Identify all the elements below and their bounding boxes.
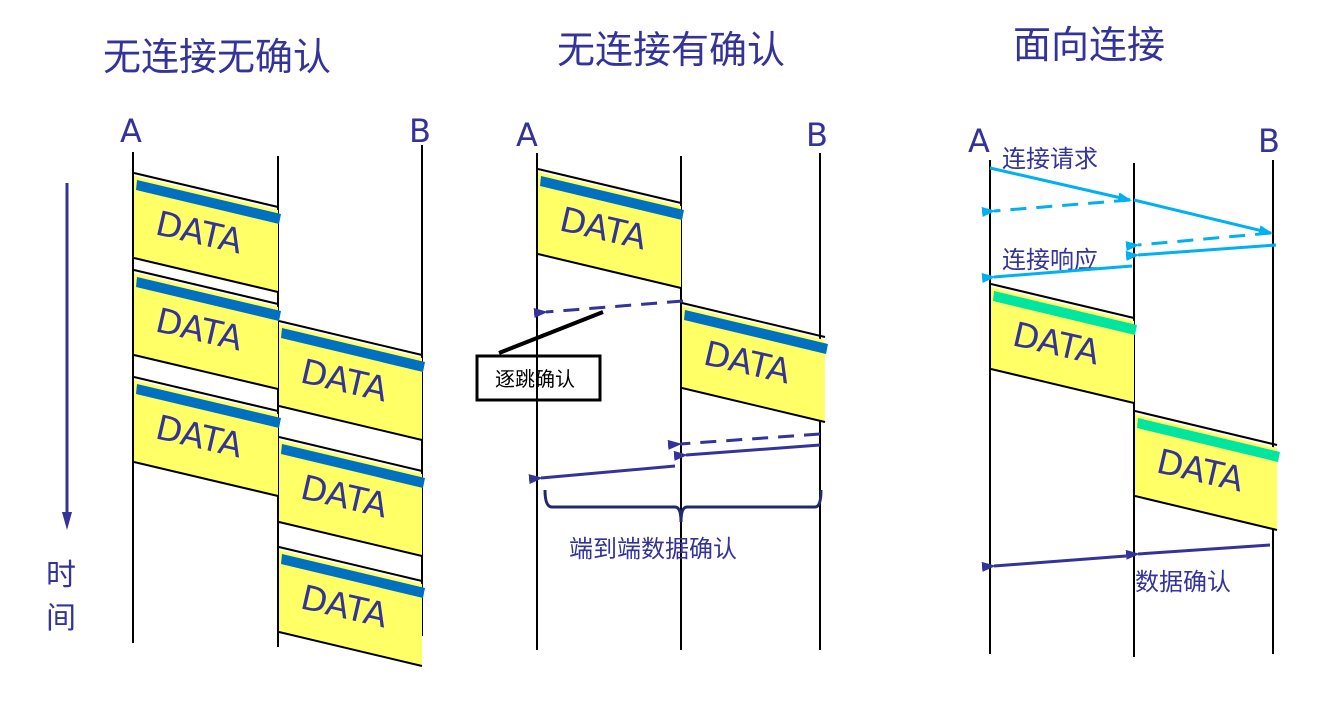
- panel-title: 面向连接: [1013, 23, 1165, 67]
- packet-edge: [133, 269, 279, 305]
- packet-edge: [278, 405, 423, 441]
- packet-header-stripe: [684, 310, 828, 354]
- packet-edge: [990, 368, 1135, 404]
- data-packet: DATA: [537, 168, 684, 289]
- packet-edge: [1134, 410, 1278, 446]
- end-to-end-brace: [543, 489, 823, 523]
- packet-header-stripe: [540, 176, 684, 220]
- callout-text: 逐跳确认: [495, 367, 575, 391]
- arrow-down-icon: [62, 512, 72, 530]
- packet-edge: [133, 461, 279, 497]
- packet-header-stripe: [136, 384, 281, 428]
- packet-header-stripe: [281, 328, 425, 372]
- packet-edge: [133, 257, 279, 293]
- packet-edge: [278, 546, 423, 582]
- panel-title: 无连接无确认: [103, 35, 331, 79]
- packet-edge: [990, 283, 1135, 319]
- data-ack-arrow: [1125, 543, 1271, 560]
- brace-label: 端到端数据确认: [569, 535, 737, 563]
- node-b-label: B: [409, 112, 431, 150]
- data-packet: DATA: [681, 302, 828, 423]
- packet-edge: [278, 320, 423, 356]
- data-ack-label: 数据确认: [1135, 568, 1231, 596]
- connection-request-arrow: [989, 166, 1132, 203]
- node-b-label: B: [1258, 122, 1280, 160]
- node-b-label: B: [806, 116, 828, 154]
- connection-request-arrow: [1133, 198, 1273, 236]
- end-to-end-ack-arrow: [673, 443, 821, 461]
- data-packet: DATA: [1134, 410, 1280, 531]
- packet-edge: [133, 172, 279, 208]
- data-packet: DATA: [278, 320, 425, 441]
- data-packet: DATA: [278, 436, 425, 557]
- panel-title: 无连接有确认: [557, 28, 785, 72]
- hop-ack-arrow: [1125, 231, 1272, 252]
- node-a-label: A: [120, 112, 142, 150]
- packet-edge: [681, 387, 826, 423]
- time-axis-arrow: [62, 183, 72, 530]
- hop-ack-arrow: [981, 198, 1131, 217]
- connection-response-arrow: [1125, 243, 1277, 261]
- connection-response-arrow: [981, 264, 1133, 283]
- callout-pointer: [498, 310, 604, 355]
- packet-edge: [133, 376, 279, 412]
- connection-request-label: 连接请求: [1002, 145, 1098, 173]
- hop-ack-arrow: [533, 299, 684, 318]
- data-packet: DATA: [990, 283, 1137, 404]
- packet-edge: [1134, 495, 1278, 531]
- node-a-label: A: [516, 116, 538, 154]
- packet-edge: [537, 253, 682, 289]
- packet-header-stripe: [136, 180, 281, 224]
- packet-header-stripe: [993, 291, 1137, 335]
- packet-header-stripe: [136, 277, 281, 321]
- panel-connectionless-with-ack: 无连接有确认 A B DATA DATA 逐跳确认 端到端数据确认: [475, 28, 828, 650]
- hop-ack-arrow: [667, 432, 821, 450]
- packet-edge: [278, 436, 423, 472]
- packet-header-stripe: [281, 554, 425, 598]
- end-to-end-ack-arrow: [528, 464, 676, 485]
- packet-header-stripe: [281, 444, 425, 488]
- data-packet: DATA: [278, 546, 425, 667]
- data-packet: DATA: [133, 376, 281, 497]
- packet-edge: [278, 631, 423, 667]
- time-label-1: 时: [46, 558, 76, 593]
- data-ack-arrow: [981, 554, 1127, 572]
- callout-box: [475, 354, 602, 402]
- node-a-label: A: [968, 122, 990, 160]
- data-packet: DATA: [133, 172, 281, 293]
- time-label-2: 间: [46, 601, 76, 636]
- packet-header-stripe: [1137, 418, 1280, 462]
- packet-edge: [681, 302, 826, 338]
- packet-edge: [133, 354, 279, 390]
- packet-edge: [537, 168, 682, 204]
- packet-edge: [278, 521, 423, 557]
- data-packet: DATA: [133, 269, 281, 390]
